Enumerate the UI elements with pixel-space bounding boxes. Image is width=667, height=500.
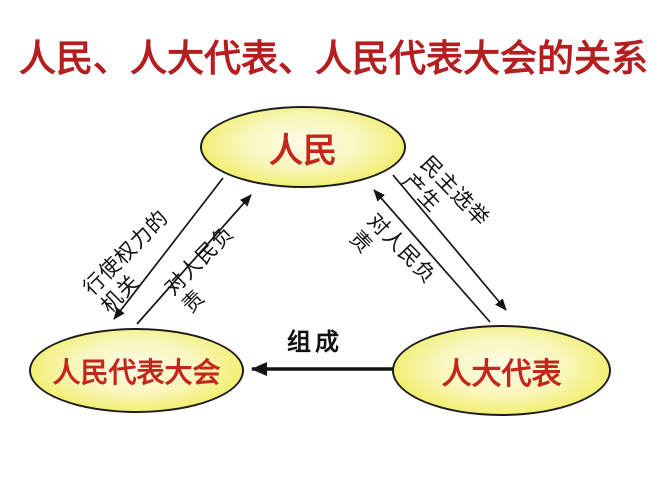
node-congress: 人民代表大会	[29, 328, 244, 413]
slide-title: 人民、人大代表、人民代表大会的关系	[19, 38, 648, 79]
edge-label-compose: 组成	[287, 328, 343, 356]
node-deputies-label: 人大代表	[441, 357, 562, 391]
node-congress-label: 人民代表大会	[52, 356, 221, 388]
arrow-democratic-election	[392, 174, 507, 311]
node-people: 人民	[200, 106, 406, 188]
node-people-label: 人民	[269, 131, 337, 170]
arrow-responsible-right	[373, 189, 491, 323]
node-deputies: 人大代表	[392, 325, 611, 416]
arrow-exercise-power	[113, 177, 224, 320]
arrow-responsible-left	[136, 194, 252, 325]
